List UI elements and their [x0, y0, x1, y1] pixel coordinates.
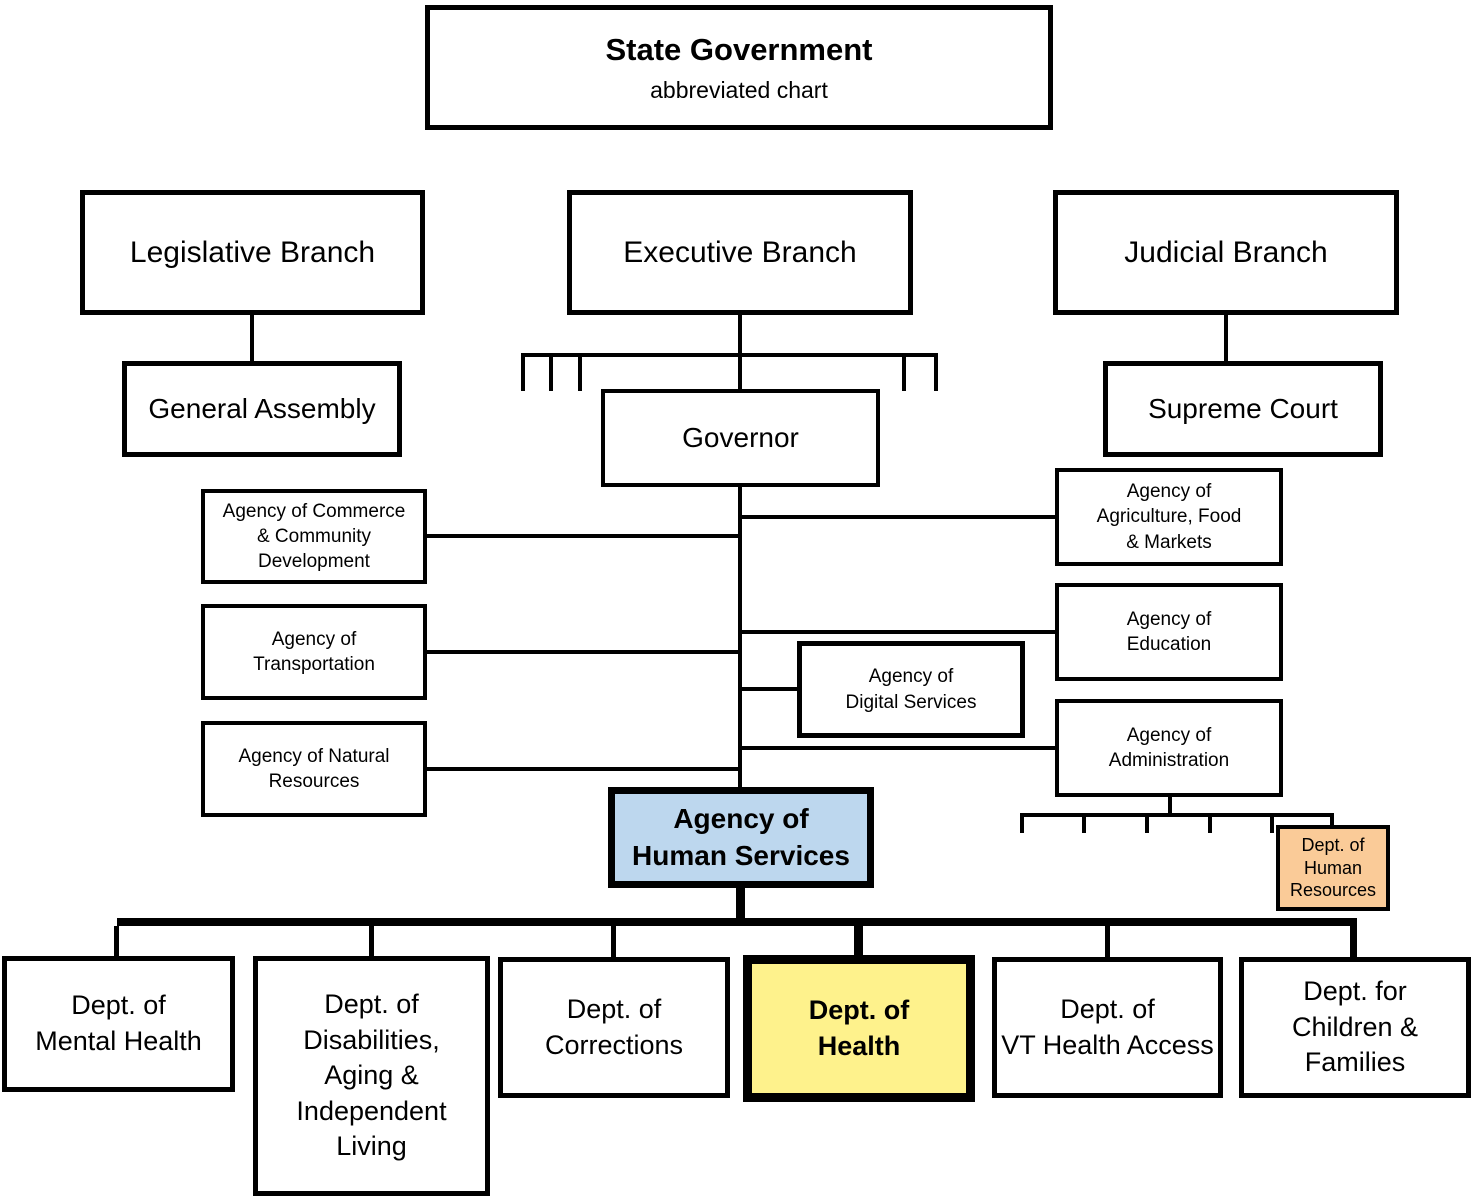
node-agency-transportation: Agency of Transportation: [201, 604, 427, 700]
node-label: Judicial Branch: [1124, 235, 1328, 269]
executive-comb-tick: [934, 353, 938, 391]
node-label: Dept. of Human Resources: [1289, 835, 1377, 901]
node-governor: Governor: [601, 389, 880, 487]
node-dept-mental-health: Dept. of Mental Health: [2, 956, 235, 1092]
node-label: Agency of Agriculture, Food & Markets: [1096, 481, 1242, 553]
connector-agriculture: [740, 515, 1055, 519]
executive-comb-tick: [521, 353, 525, 391]
node-general-assembly: General Assembly: [122, 361, 402, 457]
node-label: Dept. of Disabilities, Aging & Independe…: [296, 988, 447, 1162]
node-label: Agency of Administration: [1108, 724, 1230, 771]
connector-legislative-assembly: [250, 315, 254, 361]
node-label: Executive Branch: [623, 235, 857, 269]
node-dept-human-resources: Dept. of Human Resources: [1276, 825, 1390, 911]
administration-comb-tick: [1270, 813, 1274, 833]
executive-comb-bar: [521, 353, 938, 357]
drop-vt-health-access: [1105, 926, 1110, 958]
node-agency-agriculture: Agency of Agriculture, Food & Markets: [1055, 468, 1283, 566]
drop-health: [854, 926, 863, 956]
node-label: Dept. of Mental Health: [35, 990, 202, 1056]
drop-disabilities: [369, 926, 374, 957]
department-bus: [117, 918, 1357, 926]
node-agency-education: Agency of Education: [1055, 583, 1283, 681]
chart-title-box: State Government abbreviated chart: [425, 5, 1053, 130]
administration-comb-tick: [1330, 813, 1334, 829]
connector-digital-services: [740, 687, 797, 691]
node-label: Agency of Education: [1126, 608, 1212, 655]
node-label: Agency of Human Services: [632, 802, 850, 871]
human-services-stub: [736, 888, 745, 920]
node-label: Agency of Digital Services: [845, 666, 977, 713]
node-label: Legislative Branch: [129, 235, 376, 269]
drop-corrections: [611, 926, 616, 958]
administration-comb-tick: [1208, 813, 1212, 833]
executive-comb-tick: [578, 353, 582, 391]
node-legislative-branch: Legislative Branch: [80, 190, 425, 315]
node-label: Agency of Natural Resources: [238, 745, 390, 792]
chart-subtitle: abbreviated chart: [650, 76, 828, 103]
administration-comb-tick: [1145, 813, 1149, 833]
node-dept-children-families: Dept. for Children & Families: [1239, 957, 1471, 1098]
node-label: Agency of Commerce & Community Developme…: [222, 500, 406, 573]
node-dept-disabilities-aging: Dept. of Disabilities, Aging & Independe…: [253, 956, 490, 1196]
administration-comb-tick: [1082, 813, 1086, 833]
node-agency-human-services: Agency of Human Services: [608, 787, 874, 888]
node-label: Dept. of VT Health Access: [1001, 993, 1214, 1060]
administration-comb-tick: [1020, 813, 1024, 833]
connector-natural-resources: [427, 767, 740, 771]
connector-administration: [740, 746, 1055, 750]
node-supreme-court: Supreme Court: [1103, 361, 1383, 457]
node-label: Agency of Transportation: [253, 628, 375, 675]
node-label: Supreme Court: [1148, 392, 1338, 424]
node-label: Dept. of Corrections: [544, 993, 684, 1060]
node-dept-corrections: Dept. of Corrections: [498, 957, 730, 1098]
node-agency-digital-services: Agency of Digital Services: [797, 641, 1025, 738]
administration-comb-bar: [1020, 813, 1334, 817]
administration-stub: [1168, 797, 1172, 815]
node-dept-vt-health-access: Dept. of VT Health Access: [992, 957, 1223, 1098]
chart-title: State Government: [605, 31, 873, 67]
drop-mental-health: [114, 926, 119, 957]
node-dept-health: Dept. of Health: [743, 955, 975, 1102]
drop-children-families: [1350, 926, 1357, 958]
node-agency-natural-resources: Agency of Natural Resources: [201, 721, 427, 817]
connector-judicial-supreme: [1224, 315, 1228, 361]
governor-spine: [738, 487, 742, 787]
connector-executive-governor: [738, 315, 742, 389]
node-label: General Assembly: [148, 392, 376, 424]
node-executive-branch: Executive Branch: [567, 190, 913, 315]
connector-education: [740, 630, 1055, 634]
node-label: Dept. of Health: [808, 994, 910, 1061]
node-label: Dept. for Children & Families: [1291, 976, 1419, 1078]
executive-comb-tick: [902, 353, 906, 391]
node-agency-administration: Agency of Administration: [1055, 699, 1283, 797]
node-judicial-branch: Judicial Branch: [1053, 190, 1399, 315]
node-label: Governor: [682, 421, 799, 453]
connector-commerce: [427, 534, 740, 538]
connector-transportation: [427, 650, 740, 654]
node-agency-commerce: Agency of Commerce & Community Developme…: [201, 489, 427, 584]
executive-comb-tick: [549, 353, 553, 391]
